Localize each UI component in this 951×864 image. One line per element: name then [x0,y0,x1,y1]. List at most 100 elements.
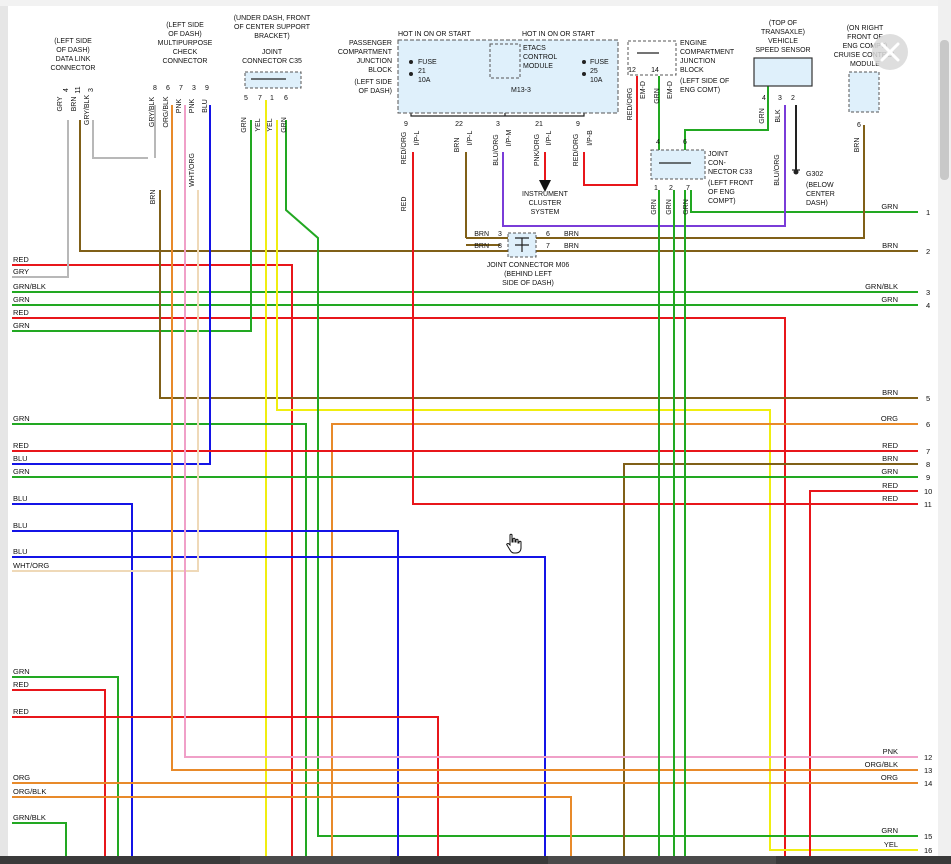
fuse25-dot2 [582,72,586,76]
jm06-label-0: JOINT CONNECTOR M06 [487,262,570,269]
wire-gry [12,120,69,278]
wire-org-blk-left [12,796,572,864]
row-label: GRN/BLK [865,282,898,291]
left-label: GRN/BLK [13,282,46,291]
fuse25-label-0: FUSE [590,59,609,66]
bottom-toolbar[interactable] [0,856,951,864]
vss-pin: 4 [762,95,766,102]
pcjb-pin: 3 [496,121,500,128]
v-jm06-2: BRN [564,231,579,238]
jm06-pin-left: 8 [498,243,502,250]
right-row-labels: GRN 1 BRN 2 GRN/BLK 3 GRN 4 BRN 5 ORG 6 … [865,202,933,855]
c33-pin-bot: 7 [686,185,690,192]
left-label: GRN [13,467,30,476]
scrollbar-track[interactable] [938,0,951,864]
row-number: 15 [924,832,932,841]
c35-label-1: OF CENTER SUPPORT [234,24,311,31]
v-ecjb-code-0: EM-D [640,81,647,99]
row-label: BRN [882,454,898,463]
v-vss-0: GRN [759,108,766,124]
v-mpc-0: GRY/BLK [149,97,156,128]
left-label: RED [13,255,29,264]
v-c35-1: YEL [255,118,262,131]
v-dlc-2: GRY/BLK [84,95,91,126]
wire-red-row [12,317,786,864]
mpc-pin: 9 [205,85,209,92]
left-label: RED [13,308,29,317]
jm06-pin-left: 3 [498,231,502,238]
v-c33-2: GRN [683,199,690,215]
ecjb-label-2: JUNCTION [680,58,715,65]
close-icon[interactable] [880,42,900,62]
hot-label-1: HOT IN ON OR START [398,31,471,38]
v-c33-1: GRN [666,199,673,215]
v-pcjb-3: PNK/ORG [534,134,541,166]
v-pcjb-0: RED/ORG [401,132,408,165]
row-number: 11 [924,500,932,509]
pcjb-pin: 9 [404,121,408,128]
c35-label-0: (UNDER DASH, FRONT [234,15,311,22]
row-label: BRN [882,388,898,397]
left-label: BLU [13,494,28,503]
c33-label-0: JOINT [708,151,729,158]
row-number: 4 [926,301,930,310]
wire-row-13 [171,105,918,771]
v-c35-3: GRN [281,117,288,133]
row-number: 9 [926,473,930,482]
v-mpc-low-0: BRN [150,190,157,205]
v-pcjb-code-1: I/P-L [467,131,474,146]
ic-label-1: CLUSTER [529,200,562,207]
c35-label-2: BRACKET) [254,33,289,40]
vss-label-1: TRANSAXLE) [761,29,805,36]
g302-label-0: G302 [806,171,823,178]
c33-pin-top: 4 [656,139,660,146]
wires [12,76,918,864]
scrollbar-thumb[interactable] [940,40,949,180]
g302-label-3: DASH) [806,200,828,207]
etacs-label-1: CONTROL [523,54,557,61]
v-c35-2: YEL [267,118,274,131]
left-label: RED [13,441,29,450]
left-label: GRN [13,295,30,304]
c33-box [650,149,706,180]
vss-label-3: SPEED SENSOR [755,47,810,54]
ecjb-pin: 14 [651,67,659,74]
ecjb-label-5: ENG COMT) [680,87,720,94]
wire-red-org-ecjb [583,76,638,186]
row-number: 8 [926,460,930,469]
bottom-toolbar-segment[interactable] [548,856,776,864]
vss-label-2: VEHICLE [768,38,798,45]
dlc-pin: 11 [75,86,82,93]
fuse25-label-1: 25 [590,68,598,75]
wire-c35-grn [12,120,252,332]
wire-blu-2 [12,530,399,864]
wire-red-top [12,264,293,864]
etacs-label-0: ETACS [523,45,546,52]
mpc-pin: 8 [153,85,157,92]
pcjb-pin: 22 [455,121,463,128]
row-number: 5 [926,394,930,403]
fuse25-label-2: 10A [590,77,603,84]
row-number: 13 [924,766,932,775]
v-dlc-0: GRY [57,96,64,111]
v-jm06-1: BRN [474,243,489,250]
wire-row-8 [623,463,918,864]
c35-pin: 6 [284,95,288,102]
g302-label-1: (BELOW [806,182,834,189]
wire-yel-2 [276,120,918,851]
left-label: ORG [13,773,30,782]
ccm-label-1: FRONT OF [847,34,883,41]
v-pcjb-2: BLU/ORG [493,134,500,166]
wire-grn-blk-left [12,822,67,864]
bottom-toolbar-segment[interactable] [240,856,390,864]
ccm-label-0: (ON RIGHT [847,25,884,32]
pcjb-label-4: (LEFT SIDE [354,79,392,86]
v-c33-0: GRN [651,199,658,215]
close-button[interactable] [872,34,908,70]
row-label: GRN [881,826,898,835]
dlc-pin: 3 [88,88,95,92]
row-number: 7 [926,447,930,456]
etacs-label-2: MODULE [523,63,553,70]
